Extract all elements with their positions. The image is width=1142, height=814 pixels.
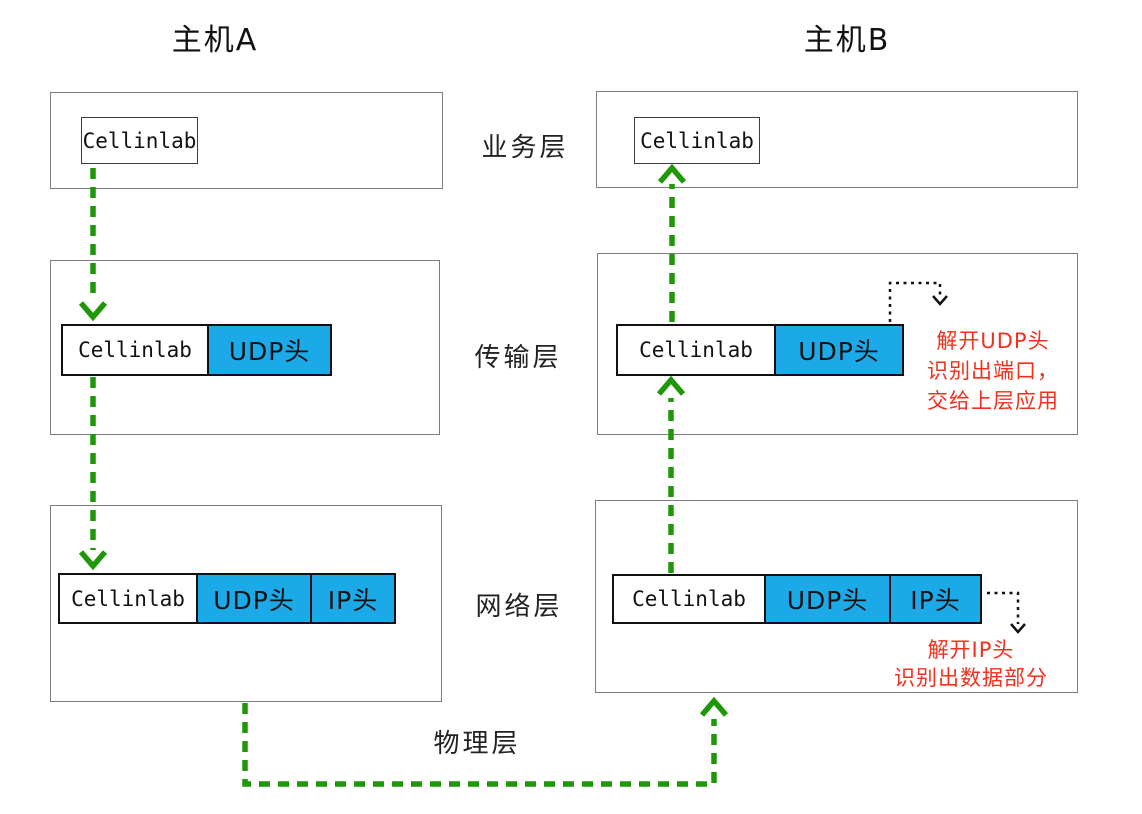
annotation-line: 识别出数据部分 bbox=[894, 666, 1048, 690]
udp-header-label: UDP头 bbox=[786, 586, 869, 615]
annotation-line: 解开IP头 bbox=[927, 638, 1015, 662]
packet-udp-header-segment: UDP头 bbox=[196, 573, 312, 624]
host-a-business-box: Cellinlab bbox=[50, 92, 443, 189]
annotation-line: 识别出端口， bbox=[927, 359, 1059, 383]
udp-header-label: UDP头 bbox=[228, 337, 311, 366]
packet-payload-segment: Cellinlab bbox=[616, 324, 776, 376]
layer-label-transport: 传输层 bbox=[474, 343, 562, 373]
host-a-business-payload-box: Cellinlab bbox=[81, 117, 198, 164]
host-a-transport-packet: Cellinlab UDP头 bbox=[61, 324, 332, 376]
payload-label: Cellinlab bbox=[78, 338, 192, 362]
udp-header-label: UDP头 bbox=[213, 585, 295, 615]
udp-header-label: UDP头 bbox=[798, 337, 880, 366]
payload-label: Cellinlab bbox=[632, 587, 746, 611]
host-b-title: 主机B bbox=[803, 23, 891, 58]
packet-udp-header-segment: UDP头 bbox=[774, 324, 904, 376]
annotation-line: 解开UDP头 bbox=[936, 329, 1050, 353]
payload-label: Cellinlab bbox=[82, 128, 197, 153]
packet-udp-header-segment: UDP头 bbox=[764, 574, 891, 624]
payload-label: Cellinlab bbox=[640, 128, 754, 153]
annotation-unpack-udp: 解开UDP头 识别出端口， 交给上层应用 bbox=[903, 326, 1083, 416]
ip-header-label: IP头 bbox=[910, 586, 961, 615]
annotation-unpack-ip: 解开IP头 识别出数据部分 bbox=[881, 636, 1061, 692]
annotation-line: 交给上层应用 bbox=[927, 389, 1059, 413]
layer-label-network: 网络层 bbox=[475, 592, 563, 622]
host-b-business-box: Cellinlab bbox=[596, 91, 1078, 188]
packet-payload-segment: Cellinlab bbox=[58, 573, 198, 624]
packet-payload-segment: Cellinlab bbox=[61, 324, 209, 376]
host-b-network-box: Cellinlab UDP头 IP头 解开IP头 识别出数据部分 bbox=[595, 500, 1078, 693]
layer-label-physical: 物理层 bbox=[433, 729, 521, 759]
payload-label: Cellinlab bbox=[639, 338, 753, 362]
packet-ip-header-segment: IP头 bbox=[889, 574, 982, 624]
host-b-business-payload-box: Cellinlab bbox=[634, 117, 760, 164]
host-a-network-box: Cellinlab UDP头 IP头 bbox=[50, 505, 442, 702]
host-a-network-packet: Cellinlab UDP头 IP头 bbox=[58, 573, 396, 624]
host-b-transport-box: Cellinlab UDP头 解开UDP头 识别出端口， 交给上层应用 bbox=[597, 253, 1078, 435]
host-b-transport-packet: Cellinlab UDP头 bbox=[616, 324, 904, 376]
host-a-transport-box: Cellinlab UDP头 bbox=[50, 260, 440, 435]
host-a-title: 主机A bbox=[171, 23, 259, 58]
packet-ip-header-segment: IP头 bbox=[310, 573, 396, 624]
ip-header-label: IP头 bbox=[327, 585, 379, 615]
layer-label-business: 业务层 bbox=[481, 133, 569, 163]
payload-label: Cellinlab bbox=[71, 586, 185, 611]
packet-udp-header-segment: UDP头 bbox=[207, 324, 332, 376]
host-b-network-packet: Cellinlab UDP头 IP头 bbox=[612, 574, 982, 624]
packet-payload-segment: Cellinlab bbox=[612, 574, 766, 624]
